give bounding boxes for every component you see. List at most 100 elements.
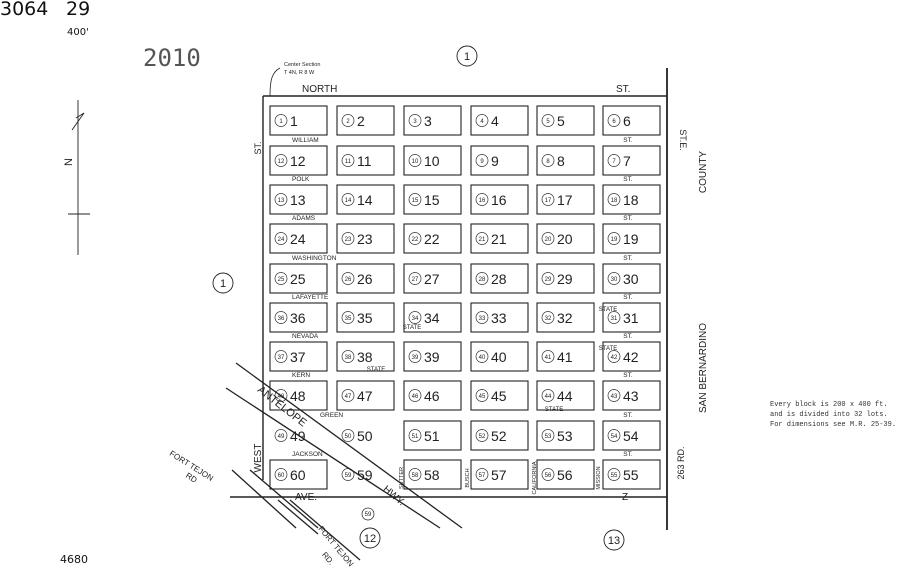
block-circle-number: 2 bbox=[346, 119, 350, 125]
block-circle-number: 53 bbox=[545, 434, 552, 440]
block-number: 7 bbox=[623, 153, 631, 169]
block-number: 15 bbox=[424, 192, 440, 208]
road-edge bbox=[249, 469, 319, 529]
block-number: 56 bbox=[557, 467, 573, 483]
block-circle bbox=[274, 193, 288, 206]
block-circle bbox=[341, 389, 355, 402]
block-number: 6 bbox=[623, 113, 631, 129]
road-263-label: 263 RD. bbox=[676, 446, 686, 479]
east-street-label: ST.E. bbox=[678, 129, 688, 151]
block-outline bbox=[336, 341, 395, 372]
section-circle-label: 1 bbox=[220, 278, 226, 290]
block-number: 52 bbox=[491, 428, 507, 444]
block-number: 60 bbox=[290, 467, 306, 483]
block-circle bbox=[541, 154, 555, 167]
block-circle bbox=[408, 193, 422, 206]
block-outline bbox=[403, 420, 462, 451]
block-circle-number: 60 bbox=[278, 473, 285, 479]
north-street-label: NORTH bbox=[302, 84, 337, 95]
cross-street-label: JACKSON bbox=[292, 451, 323, 458]
north-street-st-label: ST. bbox=[616, 84, 630, 95]
block-circle-number: 38 bbox=[345, 355, 352, 361]
block-circle-number: 12 bbox=[278, 159, 285, 165]
block-circle bbox=[541, 272, 555, 285]
block-circle bbox=[341, 232, 355, 245]
block-circle-number: 46 bbox=[412, 394, 419, 400]
cross-street-st-label: ST. bbox=[623, 372, 633, 379]
block-outline bbox=[536, 105, 595, 136]
block-number: 43 bbox=[623, 388, 639, 404]
block-circle bbox=[607, 232, 621, 245]
block-number: 10 bbox=[424, 153, 440, 169]
block-circle-number: 3 bbox=[413, 119, 417, 125]
block-outline bbox=[602, 459, 661, 490]
block-number: 49 bbox=[290, 428, 306, 444]
block-circle bbox=[475, 114, 489, 127]
section-number: 13 bbox=[603, 529, 625, 551]
block-outline bbox=[269, 145, 328, 176]
block-outline bbox=[470, 184, 529, 215]
block-number: 11 bbox=[357, 153, 372, 169]
block-number: 33 bbox=[491, 310, 507, 326]
cross-street-label: KERN bbox=[292, 372, 310, 379]
cross-street-st-label: ST. bbox=[623, 412, 633, 419]
block-circle bbox=[607, 272, 621, 285]
block-circle bbox=[408, 311, 422, 324]
block-outline bbox=[336, 105, 395, 136]
block-circle bbox=[475, 350, 489, 363]
block-circle-number: 32 bbox=[545, 316, 552, 322]
block-circle bbox=[274, 389, 288, 402]
block-circle-number: 52 bbox=[479, 434, 486, 440]
block-circle bbox=[475, 272, 489, 285]
block-outline bbox=[470, 223, 529, 254]
block-number: 30 bbox=[623, 271, 639, 287]
block-outline bbox=[403, 105, 462, 136]
block-circle bbox=[607, 311, 621, 324]
cross-street-st-label: ST. bbox=[623, 294, 633, 301]
block-number: 36 bbox=[290, 310, 306, 326]
block-circle bbox=[408, 350, 422, 363]
block-circle-number: 14 bbox=[345, 198, 352, 204]
block-circle bbox=[541, 429, 555, 442]
section-circle bbox=[603, 529, 625, 551]
block-circle bbox=[607, 468, 621, 481]
block-outline bbox=[336, 380, 395, 411]
block-circle-number: 55 bbox=[611, 473, 618, 479]
block-circle-number: 50 bbox=[345, 434, 352, 440]
block-circle bbox=[541, 468, 555, 481]
block-circle bbox=[408, 272, 422, 285]
block-circle-number: 25 bbox=[278, 277, 285, 283]
section-note: T 4N, R 8 W bbox=[284, 70, 315, 76]
block-number: 21 bbox=[491, 231, 507, 247]
book-number: 3064 bbox=[0, 0, 49, 20]
block-circle bbox=[607, 429, 621, 442]
north-south-street-label: BUSCH bbox=[465, 468, 471, 487]
road-edge bbox=[231, 469, 297, 529]
block-number: 5 bbox=[557, 113, 565, 129]
block-number: 47 bbox=[357, 388, 373, 404]
block-number: 22 bbox=[424, 231, 440, 247]
cross-street-st-label: ST. bbox=[623, 215, 633, 222]
block-circle-number: 24 bbox=[278, 237, 285, 243]
state-label: STATE bbox=[599, 346, 617, 352]
cross-street-st-label: ST. bbox=[623, 176, 633, 183]
block-number: 42 bbox=[623, 349, 639, 365]
block-circle-number: 5 bbox=[546, 119, 550, 125]
block-circle-number: 7 bbox=[612, 159, 616, 165]
